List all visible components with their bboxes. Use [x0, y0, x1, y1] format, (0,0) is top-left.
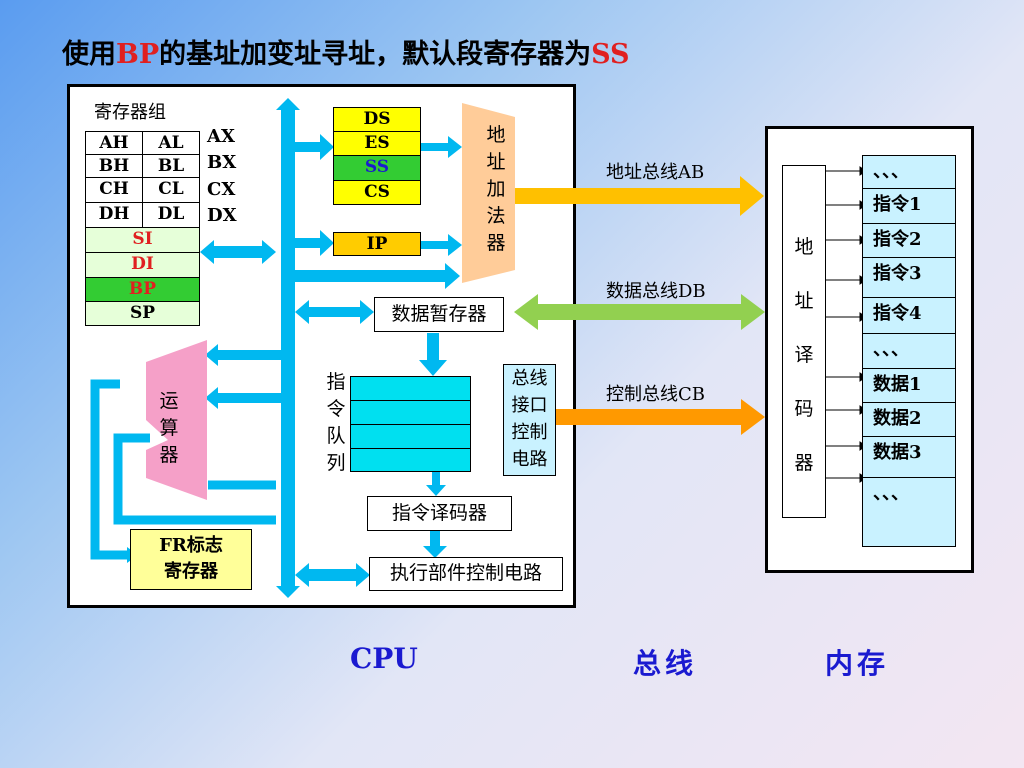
decoder-exec-arrow: [423, 530, 447, 558]
memory-cell-instruction-3: 指令3: [862, 257, 956, 298]
memory-cell-ellipsis: 、、、: [862, 333, 956, 369]
memory-caption: 内存: [825, 647, 890, 680]
register-ax-label: AX: [207, 126, 235, 147]
segment-register-ss: SS: [333, 155, 421, 181]
internal-bus: [276, 98, 300, 598]
bus-data-temp-arrow: [295, 300, 374, 324]
instruction-decoder: 指令译码器: [367, 496, 512, 531]
address-adder-label: 地 址 加 法 器: [486, 124, 506, 254]
memory-address-decoder: 地 址 译 码 器: [782, 165, 826, 518]
instruction-pointer: IP: [333, 232, 421, 256]
alu: [146, 340, 207, 500]
register-dh: DH: [85, 202, 143, 228]
bus-interface-control: 总线 接口 控制 电路: [503, 364, 556, 476]
regs-bus-arrow: [200, 240, 276, 264]
memory-cell-instruction-2: 指令2: [862, 223, 956, 258]
data-bus-arrow: [514, 294, 765, 330]
cpu-caption: CPU: [350, 642, 418, 675]
register-dl: DL: [142, 202, 200, 228]
instruction-queue-slot: [351, 449, 470, 472]
register-ah: AH: [85, 131, 143, 155]
address-bus-arrow: [515, 176, 764, 216]
register-bh: BH: [85, 154, 143, 178]
register-bx-label: BX: [207, 152, 237, 173]
adder-bus-arrow: [295, 263, 460, 289]
memory-address-lines: [826, 166, 867, 483]
ip-adder-arrow: [420, 234, 462, 256]
register-sp: SP: [85, 301, 200, 326]
alu-label: 运 算 器: [159, 390, 179, 466]
data-temp-queue-arrow: [419, 333, 447, 376]
bus-ip-arrow: [295, 230, 334, 256]
instruction-queue-slot: [351, 425, 470, 449]
exec-control-circuit: 执行部件控制电路: [369, 557, 563, 591]
seg-adder-arrow: [420, 136, 462, 158]
page-title: 使用BP的基址加变址寻址，默认段寄存器为SS: [62, 39, 630, 70]
register-ch: CH: [85, 177, 143, 203]
data-temp-register: 数据暂存器: [374, 297, 504, 332]
control-bus-arrow: [514, 399, 765, 435]
queue-decoder-arrow: [426, 471, 446, 496]
register-bl: BL: [142, 154, 200, 178]
segment-register-ds: DS: [333, 107, 421, 132]
register-bp: BP: [85, 277, 200, 302]
memory-cell-data-1: 数据1: [862, 368, 956, 403]
segment-register-cs: CS: [333, 180, 421, 205]
bus-alu-arrow-2: [205, 387, 281, 409]
segment-register-es: ES: [333, 131, 421, 156]
instruction-queue-slot: [351, 401, 470, 425]
flags-register: FR标志 寄存器: [130, 529, 252, 590]
register-group-label: 寄存器组: [94, 102, 166, 123]
register-cx-label: CX: [207, 179, 236, 200]
data-bus-label: 数据总线DB: [606, 281, 706, 302]
bus-seg-arrow: [295, 134, 334, 160]
address-bus-label: 地址总线AB: [606, 162, 705, 183]
instruction-queue-label: 指 令 队 列: [326, 371, 346, 474]
bus-caption: 总线: [633, 647, 698, 680]
register-di: DI: [85, 252, 200, 278]
bus-alu-arrow-1: [205, 344, 281, 366]
register-si: SI: [85, 227, 200, 253]
instruction-queue: [350, 376, 471, 472]
instruction-queue-slot: [351, 377, 470, 401]
memory-cell-instruction-1: 指令1: [862, 188, 956, 224]
memory-cell-instruction-4: 指令4: [862, 297, 956, 334]
memory-cell-data-2: 数据2: [862, 402, 956, 437]
memory-cell-ellipsis: 、、、: [862, 155, 956, 189]
bus-exec-arrow: [295, 563, 370, 587]
control-bus-label: 控制总线CB: [606, 384, 705, 405]
address-adder: [462, 103, 515, 283]
register-al: AL: [142, 131, 200, 155]
register-cl: CL: [142, 177, 200, 203]
memory-cell-data-3: 数据3: [862, 436, 956, 478]
alu-fr-feed: [113, 433, 276, 525]
alu-left-feed: [90, 379, 127, 560]
register-dx-label: DX: [207, 205, 237, 226]
memory-cell-ellipsis: 、、、: [862, 477, 956, 547]
